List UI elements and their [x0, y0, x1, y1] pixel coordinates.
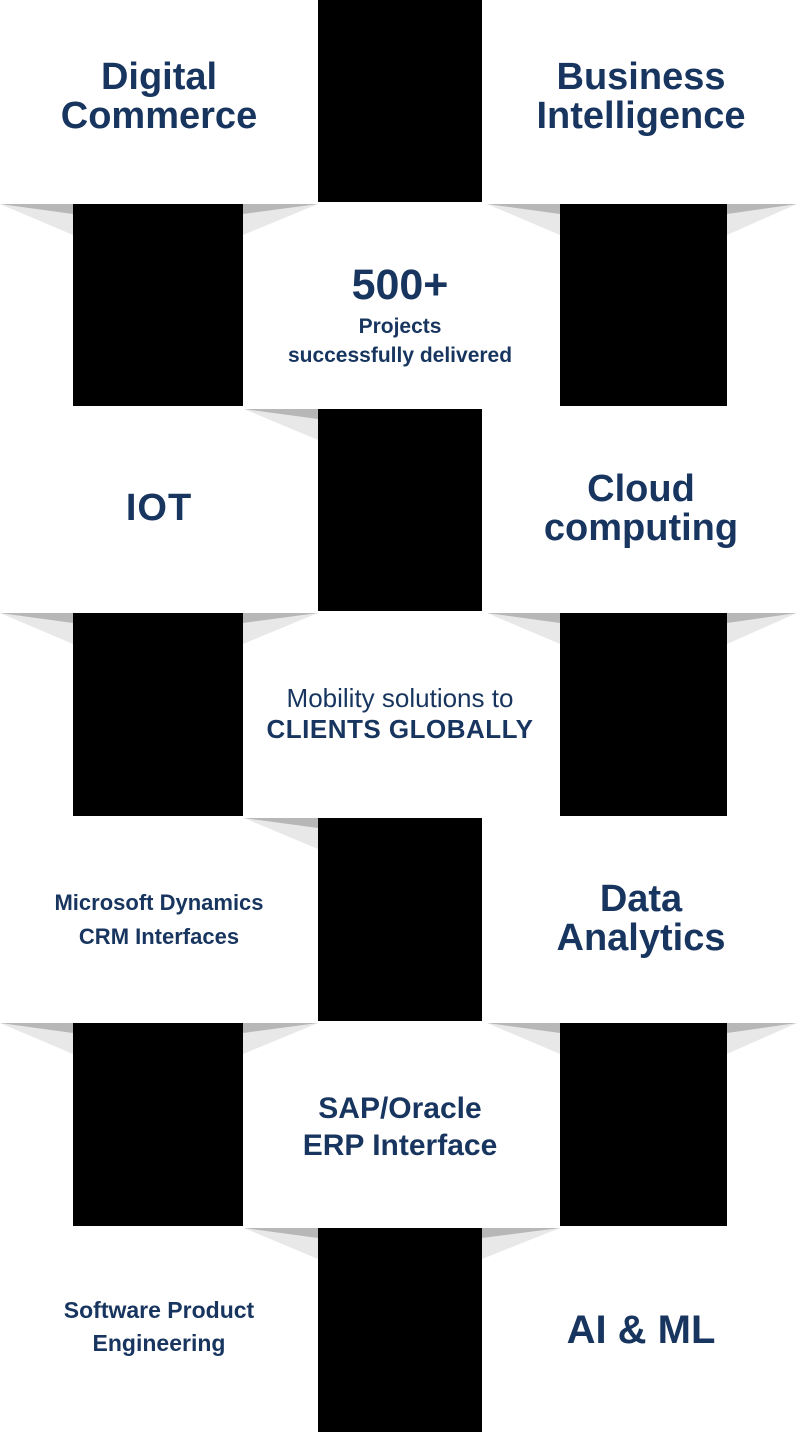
title-line: CRM Interfaces: [78, 924, 240, 949]
title-line: Commerce: [60, 95, 258, 137]
black-tile: [318, 0, 482, 202]
fold-shadow: [727, 1023, 797, 1054]
iot-title: IOT: [125, 487, 193, 529]
ms-dynamics-title: Microsoft Dynamics CRM Interfaces: [0, 886, 318, 954]
projects-label: Projects: [358, 315, 442, 338]
mobility-line: Mobility solutions to: [286, 683, 514, 713]
title-line: SAP/Oracle: [318, 1092, 482, 1125]
fold-shadow: [487, 204, 560, 235]
title-line: Cloud: [587, 468, 695, 510]
fold-shadow: [0, 613, 73, 644]
black-tile: [73, 1023, 243, 1226]
title-line: Digital: [100, 56, 218, 98]
fold-shadow: [244, 409, 318, 440]
projects-sublabel: successfully delivered: [287, 344, 513, 367]
title-line: Business: [556, 56, 726, 98]
sap-oracle-title: SAP/Oracle ERP Interface: [243, 1090, 557, 1164]
mobility-title: Mobility solutions to CLIENTS GLOBALLY: [243, 683, 557, 745]
black-tile: [318, 1228, 482, 1432]
black-tile: [560, 1023, 727, 1226]
mobility-clients-line: CLIENTS GLOBALLY: [266, 714, 534, 744]
projects-count: 500+: [351, 261, 449, 309]
fold-shadow: [243, 204, 318, 235]
fold-shadow: [487, 1023, 560, 1054]
fold-shadow: [243, 613, 318, 644]
title-line: Microsoft Dynamics: [54, 890, 264, 915]
fold-shadow: [727, 613, 797, 644]
ai-ml-title: AI & ML: [566, 1308, 716, 1352]
black-tile: [318, 409, 482, 611]
title-line: Intelligence: [536, 95, 746, 137]
black-tile: [73, 613, 243, 816]
black-tile: [318, 818, 482, 1021]
title-line: Analytics: [556, 917, 726, 959]
title-line: computing: [543, 507, 739, 549]
fold-shadow: [0, 204, 73, 235]
fold-shadow: [243, 1023, 318, 1054]
fold-shadow: [487, 613, 560, 644]
digital-commerce-title: Digital Commerce: [0, 58, 318, 136]
software-product-title: Software Product Engineering: [0, 1294, 318, 1360]
black-tile: [560, 613, 727, 816]
fold-shadow: [0, 1023, 73, 1054]
data-analytics-title: Data Analytics: [482, 880, 800, 958]
black-tile: [560, 204, 727, 406]
cloud-computing-title: Cloud computing: [482, 470, 800, 548]
title-line: Data: [599, 878, 683, 920]
fold-shadow: [482, 1228, 560, 1259]
business-intelligence-title: Business Intelligence: [482, 58, 800, 136]
title-line: Software Product: [63, 1297, 255, 1323]
fold-shadow: [244, 818, 318, 849]
black-tile: [73, 204, 243, 406]
fold-shadow: [727, 204, 797, 235]
title-line: ERP Interface: [302, 1129, 498, 1162]
fold-shadow: [244, 1228, 318, 1259]
title-line: Engineering: [92, 1330, 226, 1356]
